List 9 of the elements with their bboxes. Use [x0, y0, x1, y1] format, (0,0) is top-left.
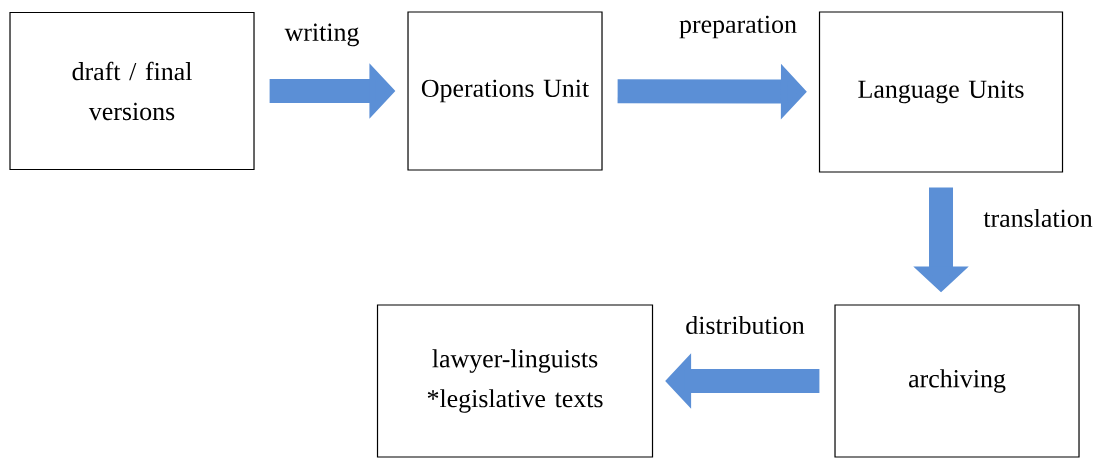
process-box: Operations Unit	[407, 11, 603, 171]
process-box: archiving	[834, 304, 1080, 458]
process-box: draft / final versions	[9, 11, 255, 171]
process-box: lawyer-linguists *legislative texts	[376, 304, 654, 458]
process-box: Language Units	[818, 11, 1064, 173]
edge-label: writing	[284, 23, 359, 47]
edge-label: distribution	[686, 315, 805, 335]
edge-label: translation	[983, 208, 1093, 228]
edge-label: preparation	[679, 15, 797, 39]
